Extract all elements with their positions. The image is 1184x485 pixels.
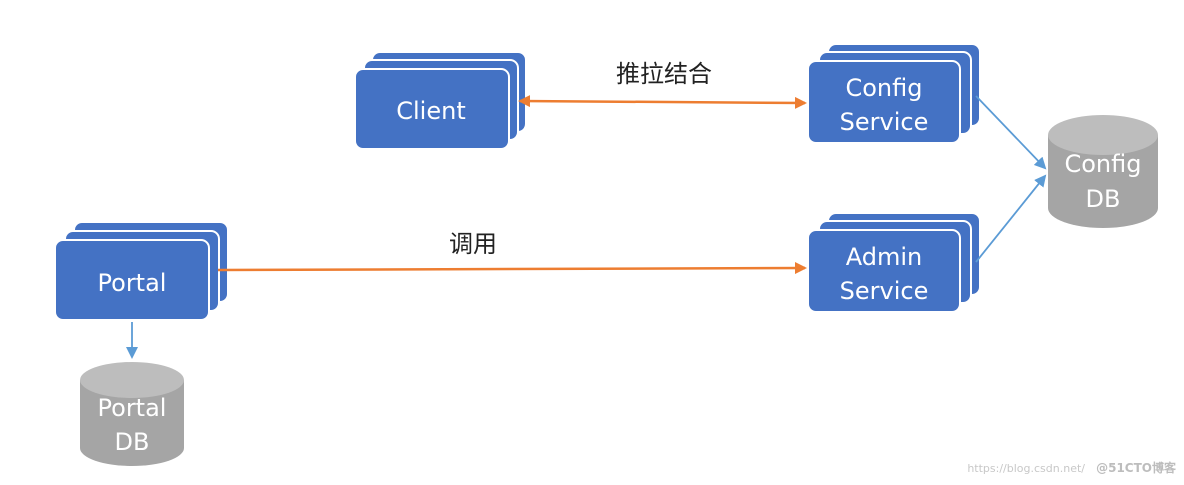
config-service-box: [807, 60, 961, 144]
config-db-cylinder: Config DB: [1048, 115, 1158, 228]
portal-admin-service-label: 调用: [449, 230, 497, 258]
admin-service-db-arrow: [975, 174, 1047, 263]
portal-db-body: [80, 380, 184, 466]
config-service-label-line2: Service: [840, 108, 929, 136]
watermark-url: https://blog.csdn.net/: [967, 462, 1085, 475]
client-label: Client: [396, 97, 465, 125]
config-service-db-arrow: [975, 95, 1047, 170]
admin-service-label-line2: Service: [840, 277, 929, 305]
config-db-body: [1048, 135, 1158, 228]
client-node-box: [354, 68, 510, 150]
admin-service-label-line1: Admin: [846, 243, 923, 271]
portal-db-top: [80, 362, 184, 398]
admin-service-box: [807, 229, 961, 313]
portal-db-label-line1: Portal: [98, 394, 167, 422]
admin-service-node: Admin Service: [807, 212, 981, 313]
client-config-service-label: 推拉结合: [616, 60, 712, 88]
config-db-label-line2: DB: [1086, 185, 1121, 213]
portal-admin-service-arrow: [217, 262, 807, 275]
config-db-top: [1048, 115, 1158, 155]
client-node: Client: [354, 51, 527, 150]
config-service-label-line1: Config: [845, 74, 922, 102]
watermark-brand: @51CTO博客: [1096, 460, 1177, 475]
portal-label: Portal: [98, 269, 167, 297]
portal-node-box: [54, 239, 210, 321]
config-service-node: Config Service: [807, 43, 981, 144]
config-db-label-line1: Config: [1064, 150, 1141, 178]
portal-db-cylinder: Portal DB: [80, 362, 184, 466]
portal-node: Portal: [54, 221, 229, 321]
client-config-service-arrow: [518, 95, 807, 109]
portal-db-label-line2: DB: [115, 428, 150, 456]
